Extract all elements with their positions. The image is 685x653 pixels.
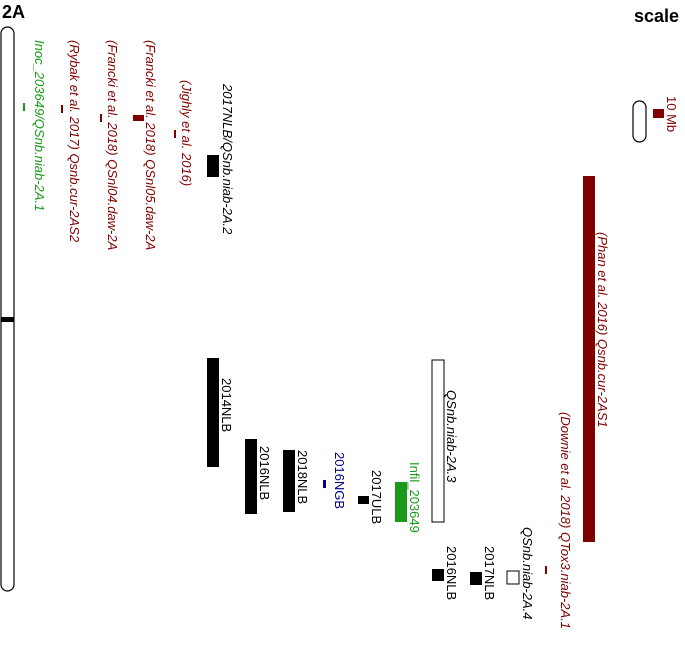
label-jighly: (Jighly et al. 2016) bbox=[179, 80, 194, 186]
label-2016ngb: 2016NGB bbox=[332, 452, 347, 509]
block-qsnb-2a4 bbox=[506, 570, 520, 585]
marker-francki-qsnl05 bbox=[133, 115, 144, 121]
label-2018nlb: 2018NLB bbox=[295, 450, 310, 504]
scale-title: scale bbox=[634, 6, 679, 26]
marker-jighly bbox=[174, 130, 176, 138]
chromosome-2a bbox=[0, 26, 15, 592]
label-2014nlb: 2014NLB bbox=[219, 378, 234, 432]
scale-bar bbox=[653, 109, 664, 118]
scale-chromosome-icon bbox=[632, 100, 647, 143]
marker-francki-qsnl04 bbox=[100, 114, 102, 122]
block-qsnb-2a3 bbox=[431, 359, 445, 523]
block-2014nlb bbox=[207, 358, 219, 467]
label-2016nlb-right: 2016NLB bbox=[444, 546, 459, 600]
label-qsnb-2a4: QSnb.niab-2A.4 bbox=[520, 527, 535, 620]
label-francki-qsnl04: (Francki et al. 2018) QSnl04.daw-2A bbox=[105, 40, 120, 250]
label-downie: (Downie et al. 2018) QTox3.niab-2A.1 bbox=[558, 412, 573, 629]
block-2017nlb-qsnb-2a2 bbox=[207, 155, 219, 177]
label-francki-qsnl05: (Francki et al. 2018) QSnl05.daw-2A bbox=[143, 40, 158, 250]
label-phan: (Phan et al. 2016) Qsnb.cur-2AS1 bbox=[595, 232, 610, 428]
marker-2016ngb bbox=[323, 480, 326, 488]
block-2016nlb bbox=[245, 439, 257, 514]
scale-bar-label: 10 Mb bbox=[664, 96, 679, 132]
label-rybak: (Rybak et al. 2017) Qsnb.cur-2AS2 bbox=[67, 40, 82, 243]
block-infil-203649 bbox=[395, 482, 407, 522]
centromere-mark bbox=[1, 317, 14, 322]
label-qsnb-2a3: QSnb.niab-2A.3 bbox=[444, 390, 459, 483]
block-phan-qsnb-2as1 bbox=[583, 176, 595, 542]
block-2018nlb bbox=[283, 450, 295, 512]
block-2017nlb-right bbox=[470, 572, 482, 585]
marker-rybak bbox=[61, 105, 63, 113]
label-2016nlb: 2016NLB bbox=[257, 446, 272, 500]
label-qsnb-2a2: 2017NLB/QSnb.niab-2A.2 bbox=[220, 83, 235, 235]
label-2017ulb: 2017ULB bbox=[369, 470, 384, 524]
chromosome-title: 2A bbox=[2, 2, 25, 22]
block-2016nlb-right bbox=[432, 569, 444, 581]
block-2017ulb bbox=[358, 496, 369, 504]
label-2017nlb-right: 2017NLB bbox=[482, 546, 497, 600]
marker-inoc bbox=[23, 103, 25, 111]
label-inoc-qsnb-2a1: Inoc_203649/QSnb.niab-2A.1 bbox=[32, 40, 47, 211]
marker-downie bbox=[545, 566, 547, 574]
label-infil-203649: Infil_203649 bbox=[407, 462, 422, 533]
